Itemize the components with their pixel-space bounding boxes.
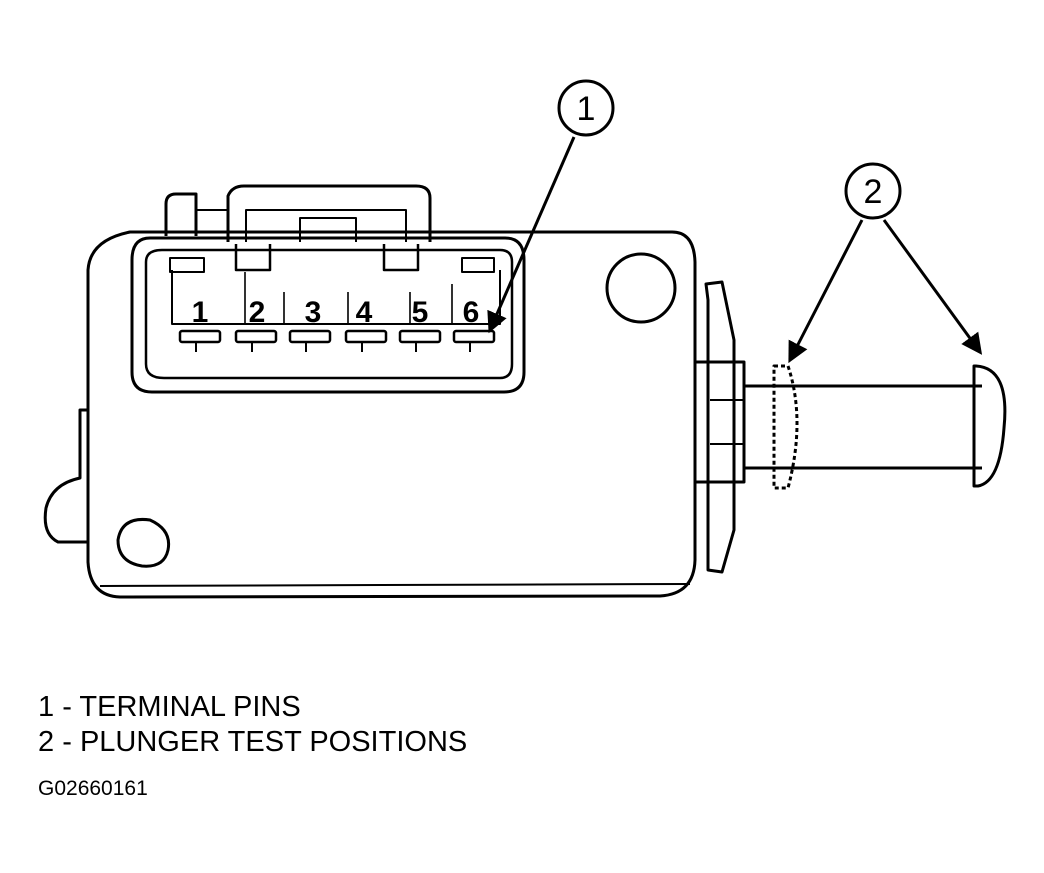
pin-label-5: 5 bbox=[412, 296, 429, 329]
legend-item: 2 - PLUNGER TEST POSITIONS bbox=[38, 725, 467, 760]
legend-number: 2 bbox=[38, 726, 55, 758]
connector-shroud bbox=[130, 236, 526, 394]
legend-label: TERMINAL PINS bbox=[79, 691, 301, 723]
pin-label-4: 4 bbox=[356, 296, 373, 329]
plunger-cap bbox=[972, 364, 1007, 488]
callout-label-2: 2 bbox=[864, 173, 883, 211]
switch-body bbox=[86, 230, 697, 599]
callout-label-1: 1 bbox=[577, 90, 596, 128]
legend: 1 - TERMINAL PINS 2 - PLUNGER TEST POSIT… bbox=[38, 690, 467, 760]
terminal-pins bbox=[178, 329, 496, 344]
plunger-shaft bbox=[744, 384, 982, 470]
legend-separator: - bbox=[62, 726, 72, 758]
alignment-stud bbox=[116, 517, 171, 568]
switch-diagram: 1 2 3 4 5 6 1 2 bbox=[43, 79, 1007, 599]
callout-circle-1 bbox=[557, 79, 615, 137]
legend-number: 1 bbox=[38, 691, 55, 723]
pin-label-1: 1 bbox=[192, 296, 209, 329]
legend-label: PLUNGER TEST POSITIONS bbox=[79, 726, 468, 758]
figure-id: G02660161 bbox=[38, 777, 148, 800]
connector-latch bbox=[226, 184, 432, 242]
legend-separator: - bbox=[62, 691, 72, 723]
pin-label-6: 6 bbox=[463, 296, 480, 329]
callout-arrow-2a bbox=[788, 219, 864, 364]
pin-label-2: 2 bbox=[249, 296, 266, 329]
plunger-test-position bbox=[772, 364, 799, 490]
mounting-flange bbox=[704, 280, 736, 574]
pin-label-3: 3 bbox=[305, 296, 322, 329]
callout-arrow-1 bbox=[487, 136, 576, 334]
callout-circle-2 bbox=[844, 162, 902, 220]
side-tab bbox=[43, 408, 88, 544]
callout-arrow-2b bbox=[882, 219, 983, 355]
mounting-boss bbox=[605, 252, 677, 324]
legend-item: 1 - TERMINAL PINS bbox=[38, 690, 467, 725]
